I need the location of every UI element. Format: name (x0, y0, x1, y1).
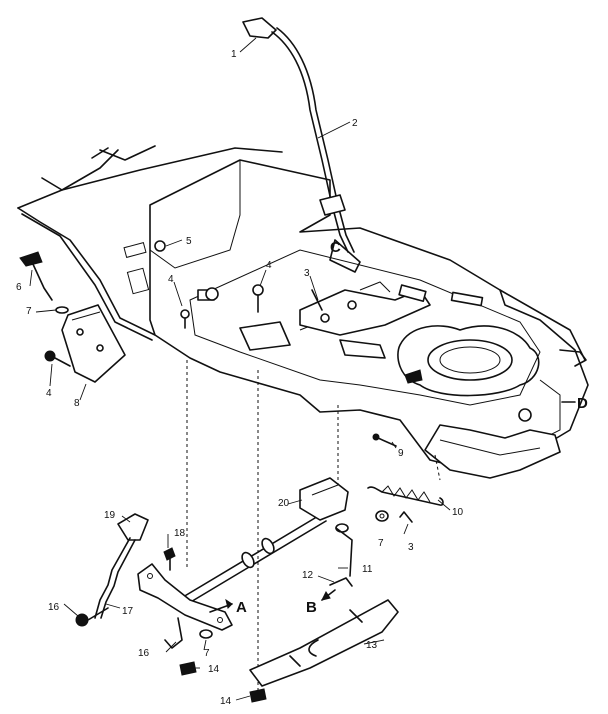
callout-6: 6 (16, 282, 22, 293)
bracket-assembly (19, 251, 126, 383)
ref-letter-d: D (577, 395, 588, 412)
frame-body (17, 145, 589, 479)
ref-letter-b: B (306, 599, 317, 616)
callout-5: 5 (186, 236, 192, 247)
callout-9: 9 (398, 448, 404, 459)
callout-1: 1 (231, 49, 237, 60)
callout-3-frame: 3 (304, 268, 310, 279)
callout-20: 20 (278, 498, 290, 509)
callout-labels: 1 2 3 3 4 4 4 5 6 7 7 7 8 9 10 11 12 13 … (16, 49, 464, 707)
callout-2: 2 (352, 118, 358, 129)
callout-13: 13 (366, 640, 378, 651)
callout-17: 17 (122, 606, 134, 617)
callout-12: 12 (302, 570, 314, 581)
cross-shaft (177, 477, 349, 607)
leader-lines (29, 37, 451, 701)
callout-10: 10 (452, 507, 464, 518)
link-rod (329, 510, 413, 587)
callout-11: 11 (362, 564, 373, 575)
callout-14-plate: 14 (208, 664, 220, 675)
reference-letters: A B C D (236, 239, 588, 616)
callout-7-bracket: 7 (26, 306, 32, 317)
spring-assembly (367, 433, 444, 506)
pedal-assembly (75, 513, 267, 703)
shift-lever (242, 17, 361, 273)
callout-19: 19 (104, 510, 116, 521)
ref-letter-c: C (330, 239, 341, 256)
callout-4-frame-center: 4 (266, 260, 272, 271)
callout-16-lower: 16 (138, 648, 150, 659)
callout-3-clip: 3 (408, 542, 414, 553)
reference-arrows (209, 401, 576, 613)
callout-14-bottom: 14 (220, 696, 232, 707)
callout-4-bracket: 4 (46, 388, 52, 399)
callout-7-shaft: 7 (378, 538, 384, 549)
frame-hardware (154, 240, 323, 329)
callout-4-frame-left: 4 (168, 274, 174, 285)
callout-8: 8 (74, 398, 80, 409)
callout-16-left: 16 (48, 602, 60, 613)
ref-letter-a: A (236, 599, 247, 616)
callout-18: 18 (174, 528, 186, 539)
callout-7-pedal: 7 (204, 648, 210, 659)
support-plate (249, 599, 399, 687)
